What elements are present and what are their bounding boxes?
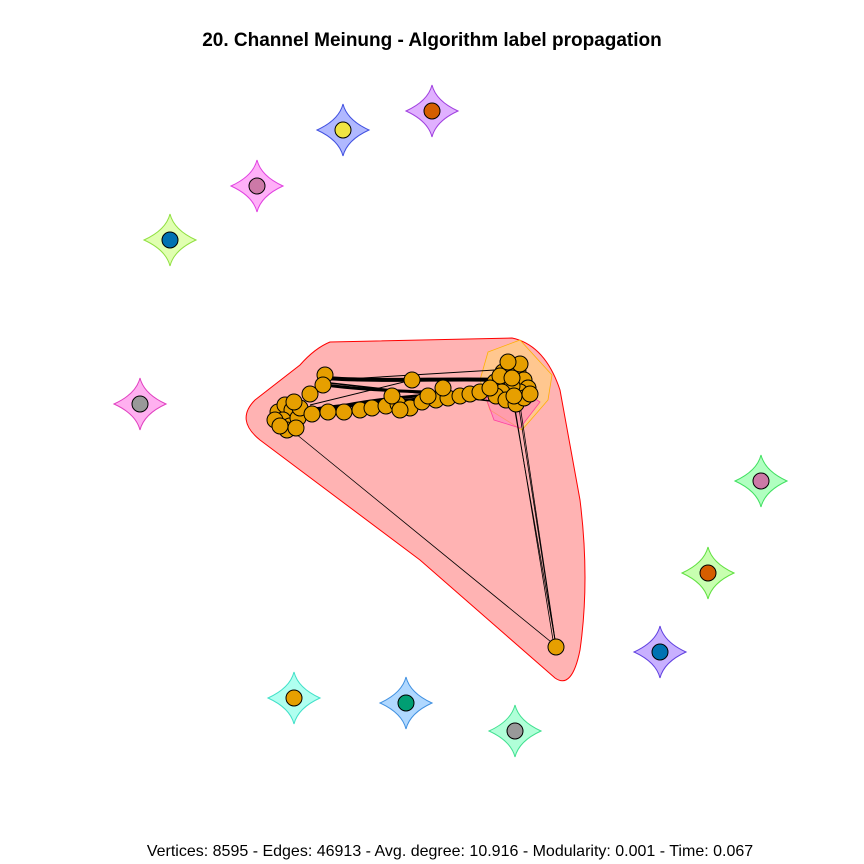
community-8-vertex [651, 643, 669, 661]
vertex [403, 371, 421, 389]
community-2-group [229, 159, 285, 213]
main-community-hull [245, 337, 586, 682]
community-9-vertex [506, 722, 524, 740]
vertex [505, 387, 523, 405]
community-9-group [487, 704, 543, 758]
vertex [434, 379, 452, 397]
vertex [481, 379, 499, 397]
community-3-group [315, 103, 371, 157]
graph-title: 20. Channel Meinung - Algorithm label pr… [202, 30, 662, 51]
vertex [319, 403, 337, 421]
edge [284, 424, 557, 647]
vertex [271, 417, 289, 435]
isolated-communities-group [112, 84, 789, 758]
vertex [314, 376, 332, 394]
edge [519, 404, 557, 647]
community-1-vertex [161, 231, 179, 249]
vertex [419, 387, 437, 405]
graph-stats: Vertices: 8595 - Edges: 46913 - Avg. deg… [146, 843, 754, 860]
vertex [503, 369, 521, 387]
edge-bundle [309, 379, 413, 406]
community-5-group [112, 377, 168, 431]
community-4-group [404, 84, 460, 138]
community-10-group [378, 676, 434, 730]
vertex [383, 387, 401, 405]
vertex [363, 399, 381, 417]
community-6-group [733, 454, 789, 508]
vertex [499, 353, 517, 371]
edge [514, 407, 555, 647]
vertex [335, 403, 353, 421]
vertex [391, 401, 409, 419]
community-5-vertex [131, 395, 149, 413]
vertex [547, 638, 565, 656]
community-7-group [680, 546, 736, 600]
community-4-vertex [423, 102, 441, 120]
vertex [301, 385, 319, 403]
community-8-group [632, 625, 688, 679]
community-2-vertex [248, 177, 266, 195]
community-1-group [142, 213, 198, 267]
vertex [303, 405, 321, 423]
community-10-vertex [397, 694, 415, 712]
community-3-vertex [334, 121, 352, 139]
vertex [287, 419, 305, 437]
vertex [521, 385, 539, 403]
community-7-vertex [699, 564, 717, 582]
vertex [285, 393, 303, 411]
community-11-vertex [285, 689, 303, 707]
community-6-vertex [752, 472, 770, 490]
community-11-group [266, 671, 322, 725]
main-vertices-group [266, 353, 565, 656]
